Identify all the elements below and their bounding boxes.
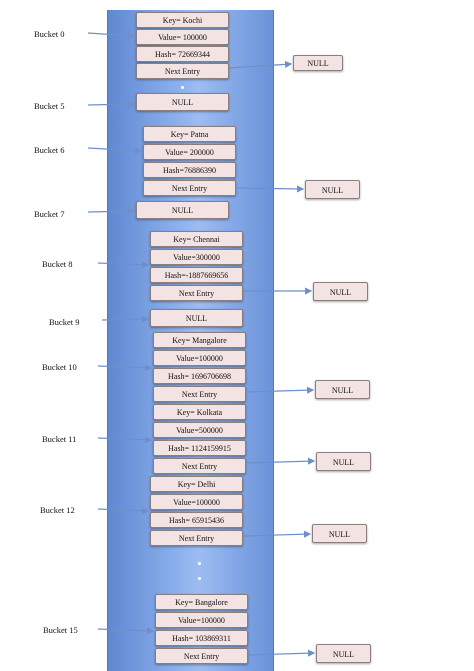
pointer-arrow	[87, 100, 136, 108]
pointer-arrow	[97, 261, 150, 269]
next-arrow	[235, 185, 305, 193]
entry-node: Key= Chennai Value=300000 Hash=-18876696…	[150, 231, 243, 301]
entry-hash: Hash= 72669344	[136, 46, 229, 62]
entry-key: Key= Kochi	[136, 12, 229, 28]
pointer-arrow	[97, 507, 150, 515]
null-node: NULL	[316, 452, 371, 471]
next-arrow	[228, 60, 293, 69]
null-node: NULL	[305, 180, 360, 199]
pointer-arrow	[101, 315, 150, 323]
bucket-label: Bucket 7	[34, 209, 65, 219]
entry-next: Next Entry	[150, 530, 243, 546]
bucket-label: Bucket 10	[42, 362, 77, 372]
next-arrow	[242, 530, 312, 538]
entry-node: Key= Kolkata Value=500000 Hash= 11241599…	[153, 404, 246, 474]
entry-value: Value= 200000	[143, 144, 236, 160]
entry-hash: Hash= 1696706698	[153, 368, 246, 384]
next-arrow	[247, 649, 316, 657]
entry-key: Key= Patna	[143, 126, 236, 142]
entry-next: Next Entry	[155, 648, 248, 664]
entry-next: Next Entry	[143, 180, 236, 196]
entry-next: Next Entry	[136, 63, 229, 79]
pointer-arrow	[87, 32, 136, 40]
entry-key: Key= Delhi	[150, 476, 243, 492]
ellipsis-dot	[181, 86, 184, 89]
null-node: NULL	[315, 380, 370, 399]
bucket-null: NULL	[136, 93, 229, 111]
bucket-label: Bucket 8	[42, 259, 73, 269]
entry-key: Key= Chennai	[150, 231, 243, 247]
bucket-null: NULL	[136, 201, 229, 219]
entry-hash: Hash=76886390	[143, 162, 236, 178]
entry-value: Value=300000	[150, 249, 243, 265]
entry-node: Key= Delhi Value=100000 Hash= 65915436 N…	[150, 476, 243, 546]
entry-next: Next Entry	[153, 386, 246, 402]
bucket-label: Bucket 9	[49, 317, 80, 327]
entry-hash: Hash= 1124159915	[153, 440, 246, 456]
bucket-label: Bucket 0	[34, 29, 65, 39]
entry-value: Value=100000	[155, 612, 248, 628]
entry-value: Value= 100000	[136, 29, 229, 45]
entry-key: Key= Mangalore	[153, 332, 246, 348]
entry-node: Key= Bangalore Value=100000 Hash= 103869…	[155, 594, 248, 664]
entry-next: Next Entry	[153, 458, 246, 474]
pointer-arrow	[97, 364, 153, 372]
bucket-label: Bucket 12	[40, 505, 75, 515]
null-node: NULL	[316, 644, 371, 663]
entry-hash: Hash= 65915436	[150, 512, 243, 528]
entry-node: Key= Patna Value= 200000 Hash=76886390 N…	[143, 126, 236, 196]
entry-value: Value=500000	[153, 422, 246, 438]
entry-node: Key= Kochi Value= 100000 Hash= 72669344 …	[136, 12, 229, 79]
null-node: NULL	[312, 524, 367, 543]
entry-value: Value=100000	[150, 494, 243, 510]
next-arrow	[245, 457, 316, 465]
entry-hash: Hash= 103869311	[155, 630, 248, 646]
pointer-arrow	[87, 207, 136, 215]
pointer-arrow	[97, 436, 153, 444]
bucket-label: Bucket 6	[34, 145, 65, 155]
ellipsis-dot	[198, 577, 201, 580]
null-node: NULL	[293, 55, 343, 71]
bucket-label: Bucket 15	[43, 625, 78, 635]
entry-node: Key= Mangalore Value=100000 Hash= 169670…	[153, 332, 246, 402]
entry-key: Key= Bangalore	[155, 594, 248, 610]
ellipsis-dot	[198, 562, 201, 565]
entry-value: Value=100000	[153, 350, 246, 366]
entry-hash: Hash=-1887669656	[150, 267, 243, 283]
bucket-null: NULL	[150, 309, 243, 327]
pointer-arrow	[97, 627, 155, 635]
null-node: NULL	[313, 282, 368, 301]
bucket-label: Bucket 11	[42, 434, 77, 444]
entry-next: Next Entry	[150, 285, 243, 301]
pointer-arrow	[87, 147, 143, 155]
bucket-label: Bucket 5	[34, 101, 65, 111]
next-arrow	[245, 386, 315, 394]
entry-key: Key= Kolkata	[153, 404, 246, 420]
